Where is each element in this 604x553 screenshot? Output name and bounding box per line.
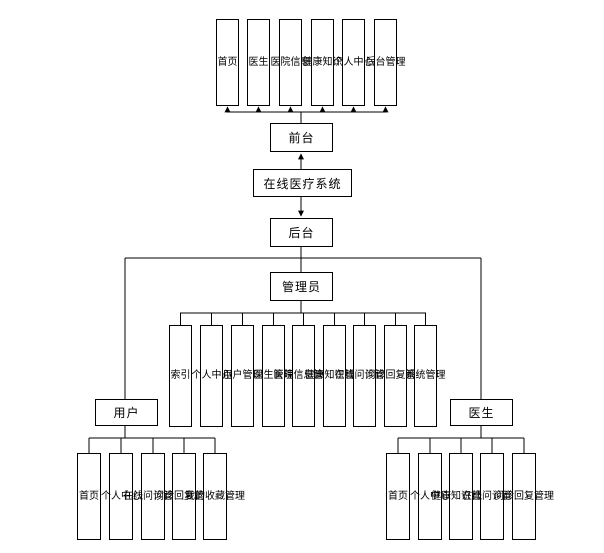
front-node: 前台 xyxy=(270,123,333,152)
doctor-node: 医生 xyxy=(450,399,513,426)
user-module-box: 在线问诊管理 xyxy=(123,453,183,540)
back-node: 后台 xyxy=(270,218,333,247)
doctor-module-box: 首页 xyxy=(386,453,410,540)
admin-node: 管理员 xyxy=(270,272,333,301)
user-module-box: 我的收藏管理 xyxy=(185,453,245,540)
front-module-box: 个人中心 xyxy=(334,19,374,106)
admin-module-box: 健康知识管理 xyxy=(305,325,365,427)
user-node: 用户 xyxy=(95,399,158,426)
doctor-module-box: 健康知识管理 xyxy=(431,453,491,540)
doctor-module-box: 在线问诊管理 xyxy=(462,453,522,540)
front-module-box: 医院信息 xyxy=(271,19,311,106)
front-module-box: 健康知识 xyxy=(303,19,343,106)
admin-module-box: 医院信息管理 xyxy=(274,325,334,427)
admin-module-box: 医生管理 xyxy=(254,325,294,427)
system-node: 在线医疗系统 xyxy=(253,169,352,197)
front-module-box: 后台管理 xyxy=(366,19,406,106)
doctor-module-box: 个人中心 xyxy=(410,453,450,540)
user-module-box: 首页 xyxy=(77,453,101,540)
front-module-box: 医生 xyxy=(247,19,270,106)
admin-module-box: 用户管理 xyxy=(223,325,263,427)
user-module-box: 个人中心 xyxy=(101,453,141,540)
doctor-module-box: 问诊回复管理 xyxy=(494,453,554,540)
admin-module-box: 个人中心 xyxy=(192,325,232,427)
admin-module-box: 索引 xyxy=(169,325,192,427)
front-module-box: 首页 xyxy=(216,19,239,106)
admin-module-box: 系统管理 xyxy=(406,325,446,427)
